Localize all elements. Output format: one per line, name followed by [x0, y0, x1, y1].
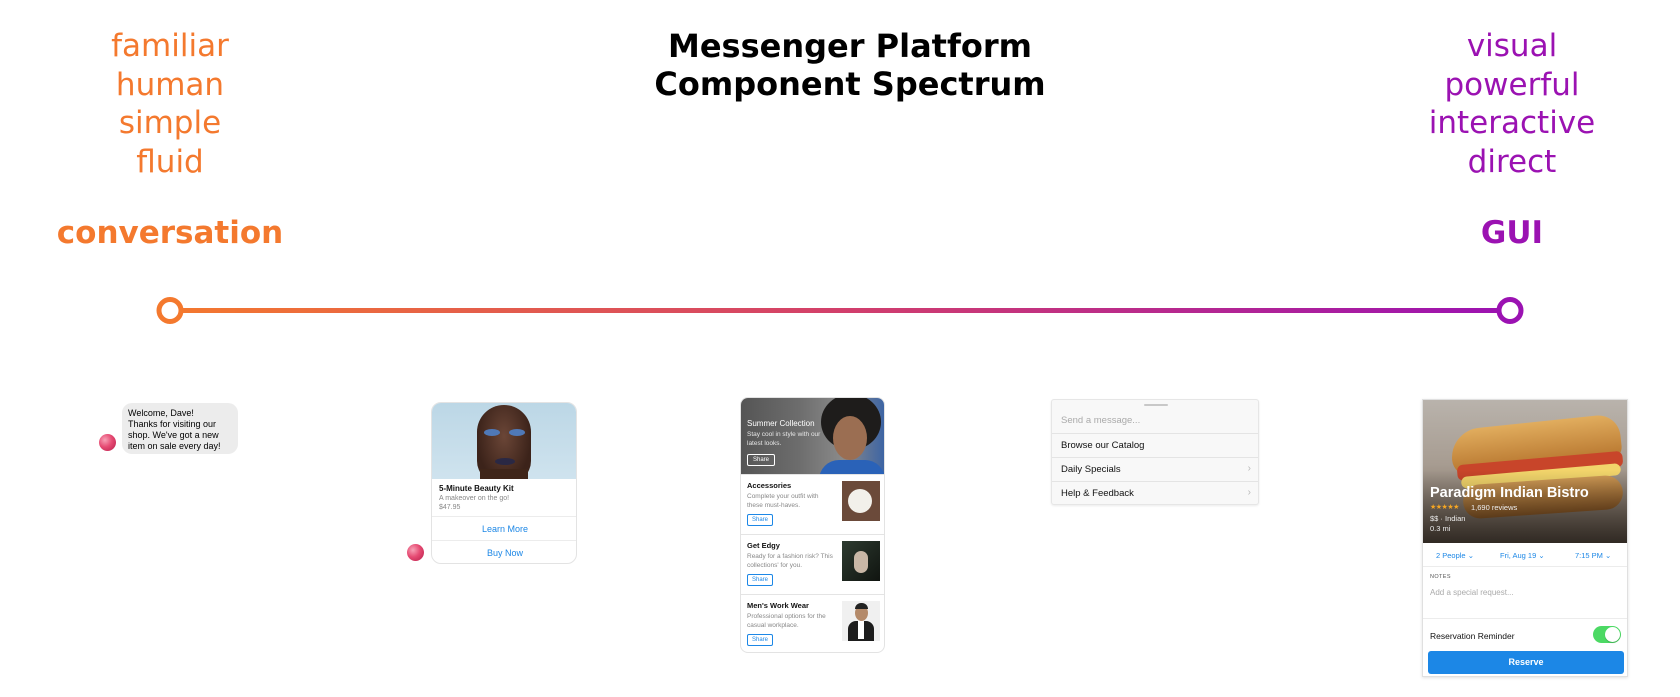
quality-word: powerful — [1444, 66, 1580, 103]
webview-card: Paradigm Indian Bistro ★★★★★ 1,690 revie… — [1422, 399, 1628, 677]
quality-word: visual — [1466, 28, 1558, 64]
conversation-label: conversation — [56, 215, 284, 251]
share-button[interactable]: Share — [747, 634, 773, 646]
share-button[interactable]: Share — [747, 454, 775, 466]
chevron-right-icon: › — [1247, 463, 1251, 474]
product-subtitle: A makeover on the go! — [439, 495, 510, 502]
divider — [1423, 618, 1627, 619]
menu-item-label: Daily Specials — [1061, 464, 1121, 475]
reservation-options: 2 People ⌄ Fri, Aug 19 ⌄ 7:15 PM ⌄ — [1423, 543, 1627, 567]
quality-word: direct — [1467, 143, 1557, 180]
list-item-subtitle: Complete your outfit with these must-hav… — [747, 493, 819, 509]
generic-template-card: 5-Minute Beauty Kit A makeover on the go… — [431, 402, 577, 564]
message-input[interactable]: Send a message... — [1061, 415, 1141, 426]
quality-word: familiar — [111, 28, 229, 64]
drag-handle[interactable] — [1144, 404, 1168, 406]
list-item: Men's Work Wear Professional options for… — [741, 594, 884, 652]
product-image — [432, 403, 576, 479]
restaurant-image: Paradigm Indian Bistro ★★★★★ 1,690 revie… — [1423, 400, 1627, 543]
menu-item-label: Help & Feedback — [1061, 488, 1134, 499]
list-item: Accessories Complete your outfit with th… — [741, 474, 884, 534]
chevron-right-icon: › — [1247, 487, 1251, 498]
restaurant-category: $$ · Indian — [1430, 514, 1466, 523]
text-message-bubble: Welcome, Dave! Thanks for visiting our s… — [122, 403, 238, 454]
menu-item-browse-catalog[interactable]: Browse our Catalog — [1052, 433, 1258, 457]
list-item: Get Edgy Ready for a fashion risk? This … — [741, 534, 884, 594]
buy-now-button[interactable]: Buy Now — [432, 540, 576, 563]
title-line-1: Messenger Platform — [668, 27, 1032, 65]
message-line: item on sale every day! — [128, 441, 221, 451]
list-header: Summer Collection Stay cool in style wit… — [741, 398, 884, 474]
date-select[interactable]: Fri, Aug 19 ⌄ — [1500, 551, 1545, 560]
restaurant-distance: 0.3 mi — [1430, 524, 1451, 533]
list-header-subtitle: Stay cool in style with our latest looks… — [747, 431, 821, 447]
quality-word: fluid — [136, 143, 204, 180]
bot-avatar — [99, 434, 116, 451]
learn-more-button[interactable]: Learn More — [432, 516, 576, 540]
conversation-qualities: familiar human simple fluid — [40, 27, 300, 181]
product-price: $47.95 — [439, 504, 461, 511]
reminder-label: Reservation Reminder — [1430, 631, 1515, 641]
notes-input[interactable]: Add a special request... — [1430, 588, 1514, 597]
list-template-card: Summer Collection Stay cool in style wit… — [740, 397, 885, 653]
bot-avatar — [407, 544, 424, 561]
share-button[interactable]: Share — [747, 514, 773, 526]
list-header-title: Summer Collection — [747, 419, 815, 428]
time-select[interactable]: 7:15 PM ⌄ — [1575, 551, 1612, 560]
message-line: shop. We've got a new — [128, 430, 219, 440]
rating-stars-icon: ★★★★★ — [1430, 504, 1459, 511]
list-item-title: Men's Work Wear — [747, 601, 809, 610]
reminder-toggle[interactable] — [1593, 626, 1621, 643]
message-line: Thanks for visiting our — [128, 419, 217, 429]
page-title: Messenger Platform Component Spectrum — [540, 27, 1160, 103]
product-title: 5-Minute Beauty Kit — [439, 484, 514, 493]
accessories-thumbnail — [842, 481, 880, 521]
persistent-menu-card: Send a message... Browse our Catalog Dai… — [1051, 399, 1259, 505]
gui-label: GUI — [1480, 215, 1544, 251]
party-size-select[interactable]: 2 People ⌄ — [1436, 551, 1474, 560]
quality-word: human — [115, 66, 225, 103]
message-line: Welcome, Dave! — [128, 408, 194, 418]
list-item-subtitle: Ready for a fashion risk? This collectio… — [747, 553, 833, 569]
quality-word: simple — [118, 105, 222, 141]
gui-qualities: visual powerful interactive direct — [1382, 27, 1642, 181]
spectrum-end-node — [1496, 297, 1524, 324]
notes-label: NOTES — [1430, 574, 1451, 580]
menu-item-daily-specials[interactable]: Daily Specials › — [1052, 457, 1258, 481]
toggle-knob — [1605, 627, 1620, 642]
spectrum-start-node — [156, 297, 184, 324]
list-item-title: Accessories — [747, 481, 792, 490]
title-line-2: Component Spectrum — [654, 65, 1046, 103]
spectrum-bar — [170, 308, 1510, 313]
share-button[interactable]: Share — [747, 574, 773, 586]
menu-item-help-feedback[interactable]: Help & Feedback › — [1052, 481, 1258, 504]
menu-item-label: Browse our Catalog — [1061, 440, 1145, 451]
reserve-button[interactable]: Reserve — [1428, 651, 1624, 674]
restaurant-name: Paradigm Indian Bistro — [1430, 485, 1589, 501]
list-item-title: Get Edgy — [747, 541, 780, 550]
quality-word: interactive — [1428, 105, 1596, 141]
work-wear-thumbnail — [842, 601, 880, 641]
list-item-subtitle: Professional options for the casual work… — [747, 613, 826, 629]
review-count: 1,690 reviews — [1471, 503, 1518, 512]
get-edgy-thumbnail — [842, 541, 880, 581]
